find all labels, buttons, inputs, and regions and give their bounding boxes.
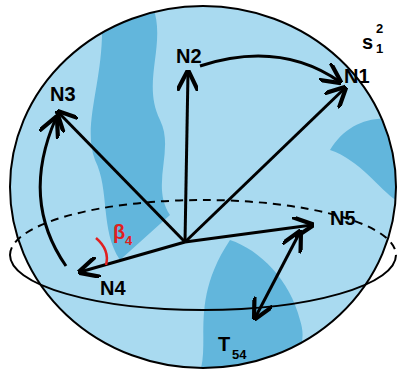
point-label: N5 xyxy=(330,208,356,228)
tangent-subscript: 54 xyxy=(232,348,246,361)
equator-front xyxy=(10,255,396,310)
point-label: N1 xyxy=(344,66,370,86)
sphere-superscript: 2 xyxy=(376,22,383,35)
point-label: N2 xyxy=(176,46,202,66)
vector-arrows xyxy=(40,56,345,318)
angle-label: β xyxy=(113,222,125,242)
angle-subscript: 4 xyxy=(125,234,132,247)
tangent-label: T xyxy=(218,334,230,354)
equator-back xyxy=(10,200,396,255)
angle-arc xyxy=(96,238,107,265)
sphere-label: s xyxy=(362,32,373,52)
point-label: N4 xyxy=(100,278,126,298)
sphere-subscript: 1 xyxy=(376,42,383,55)
point-label: N3 xyxy=(50,84,76,104)
sphere xyxy=(10,6,396,368)
